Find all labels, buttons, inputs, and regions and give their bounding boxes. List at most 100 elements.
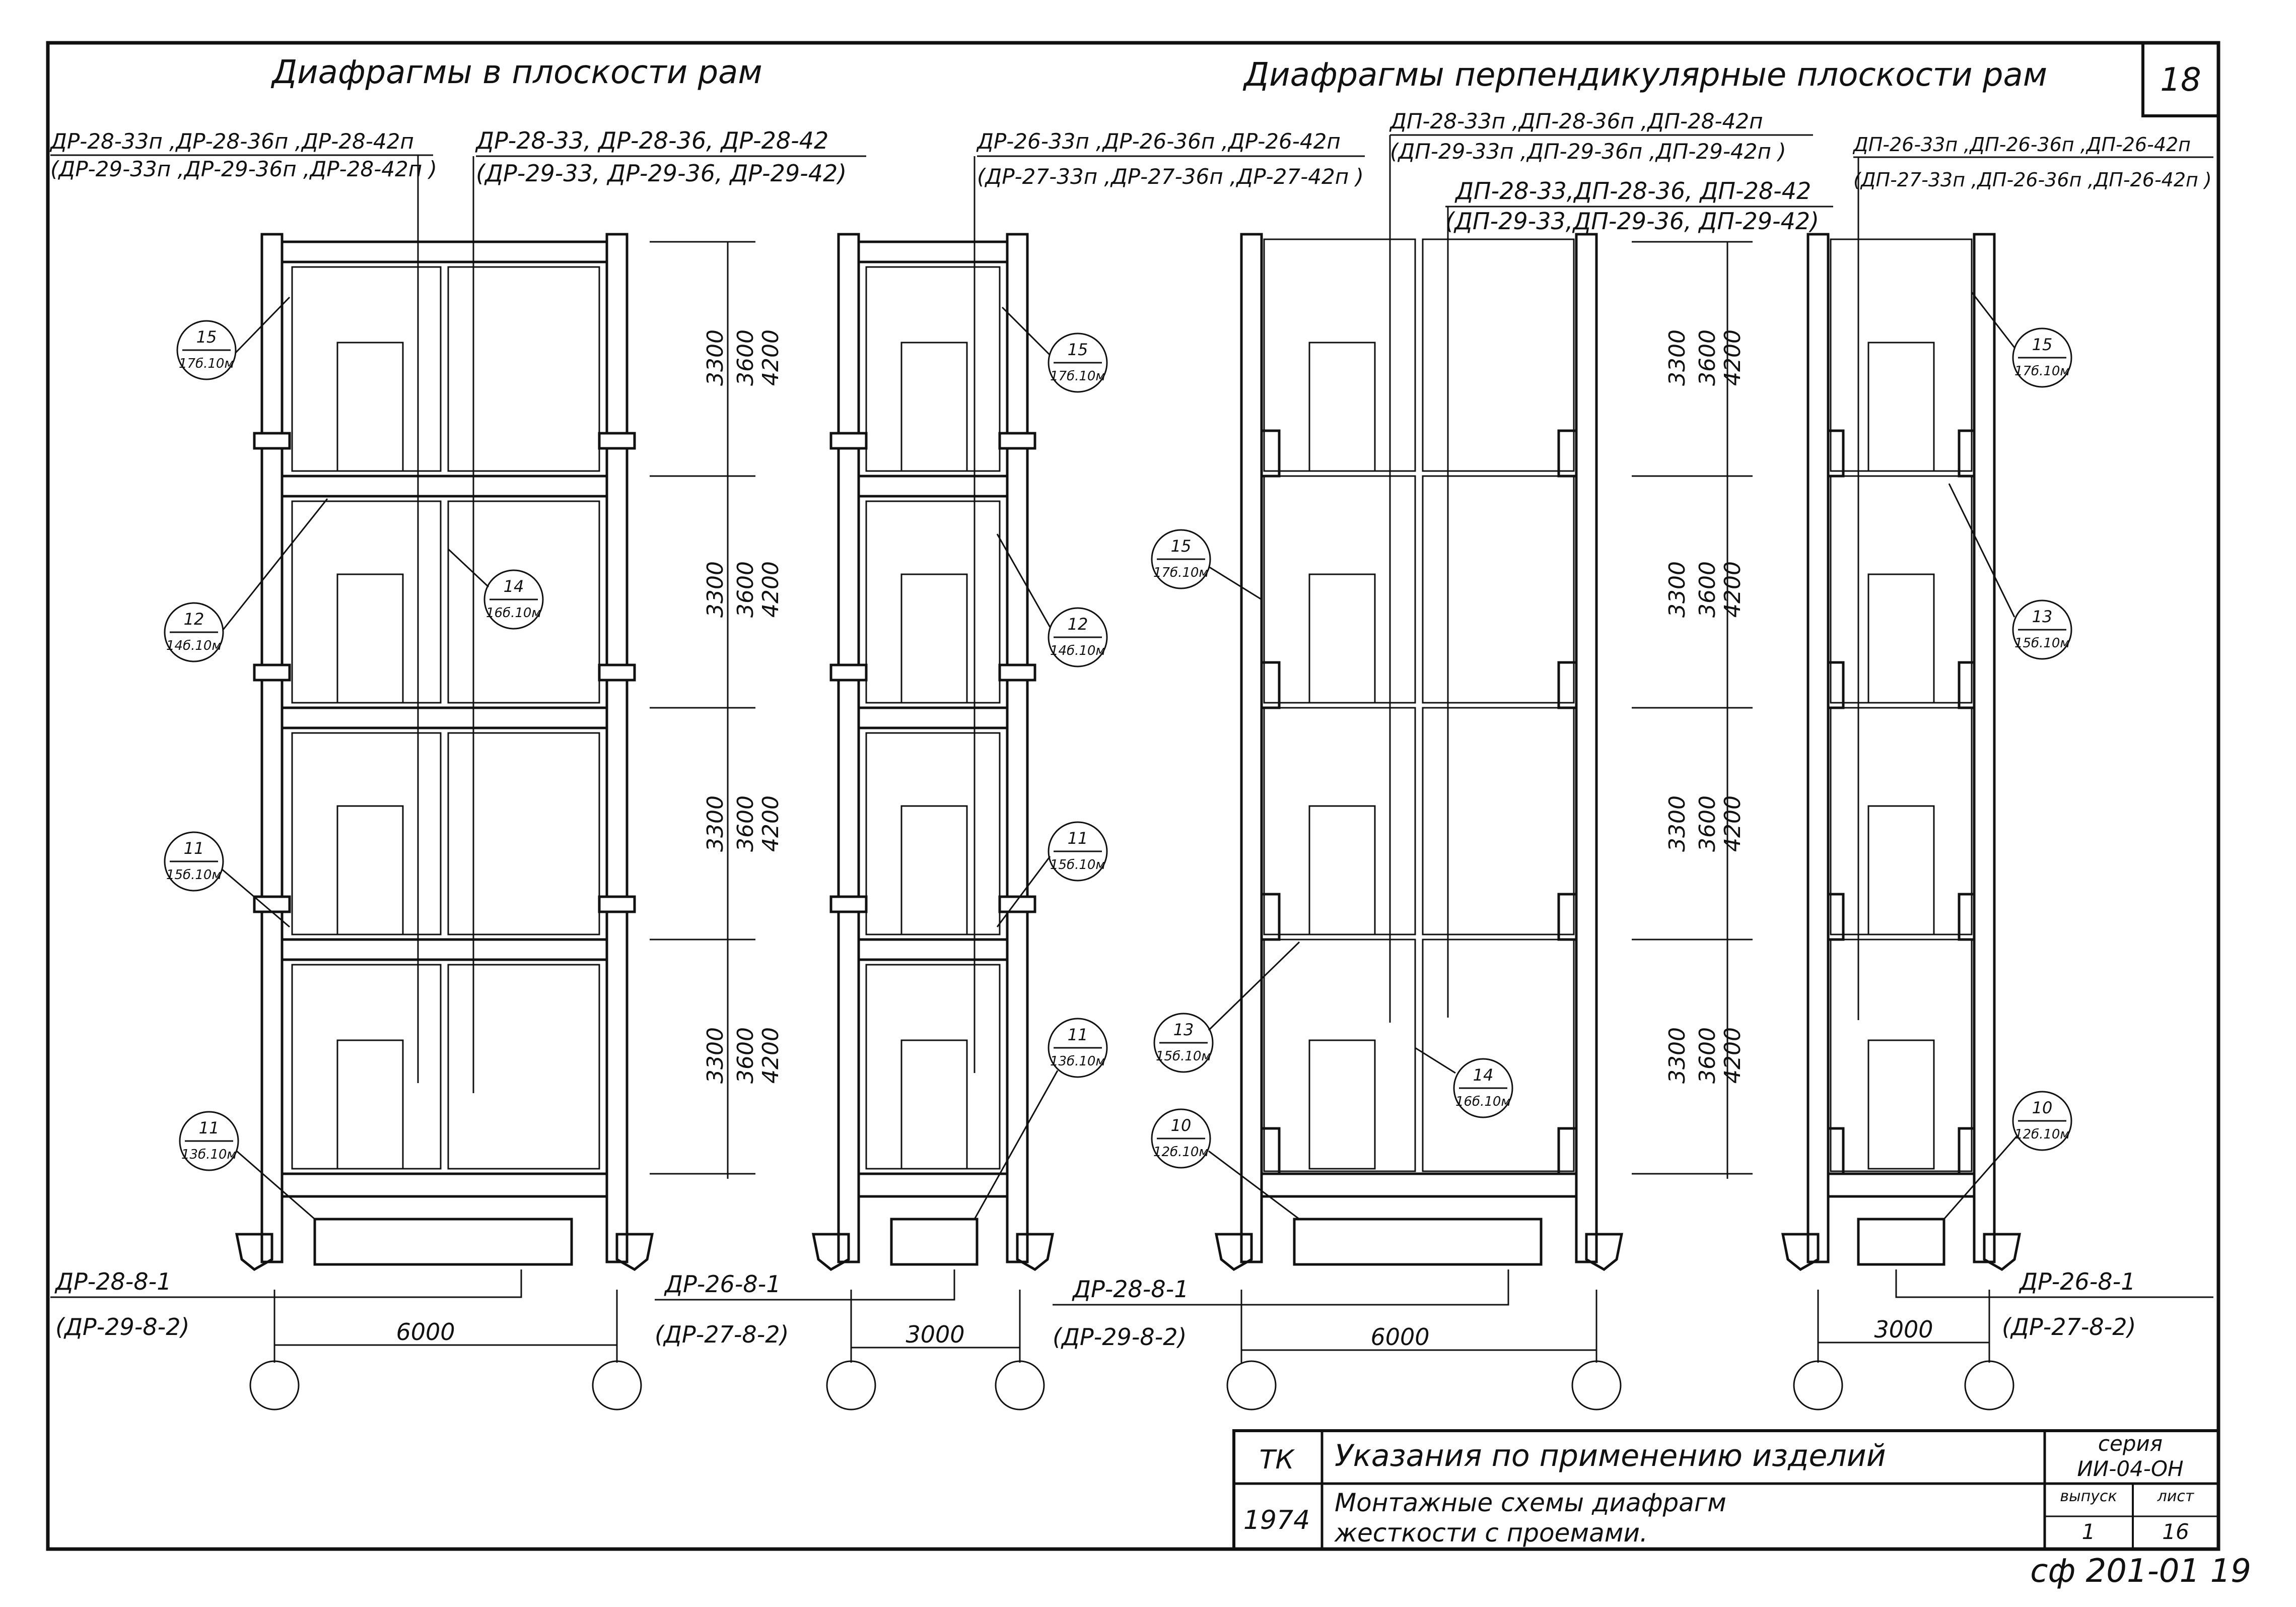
svg-text:14б.10м: 14б.10м (1050, 643, 1105, 658)
title-block-subtitle-2: жесткости с проемами. (1334, 1518, 1648, 1548)
frame-a-label-top-right-1: ДР-28-33, ДР-28-36, ДР-28-42 (475, 127, 828, 154)
frame-c-callout-1: 15 17б.10м (1151, 529, 1262, 600)
frame-b-label-top-1: ДР-26-33п ,ДР-26-36п ,ДР-26-42п (976, 129, 1341, 154)
floor-dims-left: 3300 3600 4200 3300 3600 4200 3300 3600 … (650, 241, 784, 1179)
svg-text:3300: 3300 (1664, 1027, 1690, 1084)
svg-text:4200: 4200 (758, 329, 784, 386)
frame-c-span: 6000 (1370, 1323, 1429, 1351)
svg-text:4200: 4200 (1720, 795, 1746, 852)
title-block-issue-label: выпуск (2060, 1488, 2117, 1505)
svg-text:16б.10м: 16б.10м (1455, 1094, 1511, 1109)
svg-text:3300: 3300 (1664, 795, 1690, 852)
svg-text:3300: 3300 (703, 561, 728, 618)
svg-text:15: 15 (2032, 335, 2053, 354)
svg-text:17б.10м: 17б.10м (2014, 364, 2070, 379)
svg-text:4200: 4200 (758, 561, 784, 618)
svg-text:10: 10 (1171, 1116, 1192, 1135)
svg-text:3600: 3600 (733, 795, 758, 852)
frame-a-callout-1: 15 17б.10м (176, 296, 291, 380)
svg-text:12б.10м: 12б.10м (2014, 1127, 2070, 1142)
svg-text:17б.10м: 17б.10м (1153, 565, 1209, 580)
svg-text:4200: 4200 (1720, 329, 1746, 386)
title-block-code: ТК (1260, 1445, 1295, 1475)
svg-text:11: 11 (1068, 1025, 1088, 1044)
svg-text:13б.10м: 13б.10м (181, 1147, 237, 1162)
frame-d-bottom-label-2: (ДР-27-8-2) (2002, 1313, 2136, 1341)
svg-text:15б.10м: 15б.10м (2014, 636, 2070, 651)
frame-b-callout-1: 15 17б.10м (1001, 306, 1108, 393)
frame-a-span: 6000 (396, 1318, 455, 1346)
svg-text:4200: 4200 (1720, 561, 1746, 618)
svg-text:17б.10м: 17б.10м (179, 356, 234, 371)
svg-text:4200: 4200 (758, 1027, 784, 1084)
svg-text:3300: 3300 (703, 1027, 728, 1084)
frame-c: ДП-28-33п ,ДП-28-36п ,ДП-28-42п (ДП-29-3… (1053, 109, 1833, 1411)
svg-text:3600: 3600 (1695, 329, 1720, 386)
title-block-series-value: ИИ-04-ОН (2077, 1456, 2183, 1481)
svg-text:10: 10 (2032, 1098, 2053, 1117)
frame-c-callout-2: 13 15б.10м (1153, 941, 1300, 1073)
heading-perpendicular: Диафрагмы перпендикулярные плоскости рам (1242, 56, 2047, 94)
frame-a-bottom-label-2: (ДР-29-8-2) (55, 1313, 189, 1341)
svg-text:12б.10м: 12б.10м (1153, 1145, 1209, 1160)
frame-d-label-top-1: ДП-26-33п ,ДП-26-36п ,ДП-26-42п (1852, 133, 2191, 156)
svg-text:13: 13 (1173, 1020, 1194, 1039)
svg-text:14б.10м: 14б.10м (166, 638, 222, 653)
svg-text:13: 13 (2032, 607, 2053, 626)
frame-d: ДП-26-33п ,ДП-26-36п ,ДП-26-42п (ДП-27-3… (1781, 133, 2213, 1411)
frame-c-bottom-label-1: ДР-28-8-1 (1072, 1276, 1189, 1303)
svg-text:3600: 3600 (1695, 795, 1720, 852)
frame-d-span: 3000 (1874, 1316, 1933, 1343)
title-block-title: Указания по применению изделий (1335, 1438, 1886, 1474)
svg-text:3300: 3300 (1664, 561, 1690, 618)
frame-d-bottom-label-1: ДР-26-8-1 (2019, 1268, 2136, 1295)
frame-b-callout-3: 11 15б.10м (996, 821, 1108, 927)
frame-c-label-top-4: (ДП-29-33,ДП-29-36, ДП-29-42) (1445, 208, 1819, 235)
svg-text:3600: 3600 (733, 329, 758, 386)
svg-text:11: 11 (199, 1118, 220, 1137)
frame-a-label-top-right-2: (ДР-29-33, ДР-29-36, ДР-29-42) (476, 160, 847, 187)
sheet-border (46, 41, 2220, 1551)
sheet-number-box (2141, 41, 2220, 117)
svg-text:15б.10м: 15б.10м (166, 867, 222, 883)
title-block-sheet-value: 16 (2162, 1519, 2189, 1544)
svg-text:15: 15 (1171, 537, 1192, 556)
svg-text:15: 15 (1068, 340, 1088, 359)
svg-text:3600: 3600 (1695, 561, 1720, 618)
svg-text:12: 12 (1068, 615, 1088, 634)
svg-text:3300: 3300 (703, 329, 728, 386)
frame-a-callout-2: 12 14б.10м (164, 498, 328, 662)
frame-b-callout-4: 11 13б.10м (973, 1018, 1108, 1220)
sheet-number: 18 (2160, 61, 2201, 99)
svg-text:14: 14 (1473, 1065, 1494, 1085)
title-block: ТК 1974 Указания по применению изделий М… (1232, 1429, 2220, 1551)
frame-b-span: 3000 (906, 1321, 964, 1348)
heading-in-plane: Диафрагмы в плоскости рам (270, 54, 762, 91)
svg-text:13б.10м: 13б.10м (1050, 1054, 1105, 1069)
frame-c-callout-3: 10 12б.10м (1151, 1108, 1300, 1220)
frame-b-bottom-label-1: ДР-26-8-1 (664, 1270, 781, 1298)
svg-text:17б.10м: 17б.10м (1050, 369, 1105, 384)
svg-text:3300: 3300 (703, 795, 728, 852)
title-block-issue-value: 1 (2082, 1519, 2096, 1544)
frame-b-callout-2: 12 14б.10м (996, 533, 1108, 667)
svg-text:4200: 4200 (1720, 1027, 1746, 1084)
svg-text:3600: 3600 (733, 561, 758, 618)
svg-text:11: 11 (1068, 829, 1088, 848)
title-block-sheet-label: лист (2157, 1488, 2195, 1505)
title-block-subtitle-1: Монтажные схемы диафрагм (1335, 1488, 1726, 1517)
title-block-year: 1974 (1243, 1505, 1310, 1535)
title-block-series-label: серия (2098, 1431, 2163, 1456)
svg-text:3600: 3600 (1695, 1027, 1720, 1084)
frame-c-label-top-2: (ДП-29-33п ,ДП-29-36п ,ДП-29-42п ) (1390, 139, 1786, 164)
svg-text:15б.10м: 15б.10м (1050, 857, 1105, 873)
frame-d-callout-1: 15 17б.10м (1971, 292, 2072, 388)
svg-text:3600: 3600 (733, 1027, 758, 1084)
svg-text:3300: 3300 (1664, 329, 1690, 386)
floor-dims-right: 3300 3600 4200 3300 3600 4200 3300 3600 … (1632, 241, 1753, 1179)
frame-c-callout-4: 14 16б.10м (1415, 1047, 1513, 1118)
frame-a-bottom-label-1: ДР-28-8-1 (54, 1268, 172, 1295)
frame-a-callout-5: 14 16б.10м (447, 548, 544, 630)
frame-d-label-top-2: (ДП-27-33п ,ДП-26-36п ,ДП-26-42п ) (1853, 169, 2212, 191)
